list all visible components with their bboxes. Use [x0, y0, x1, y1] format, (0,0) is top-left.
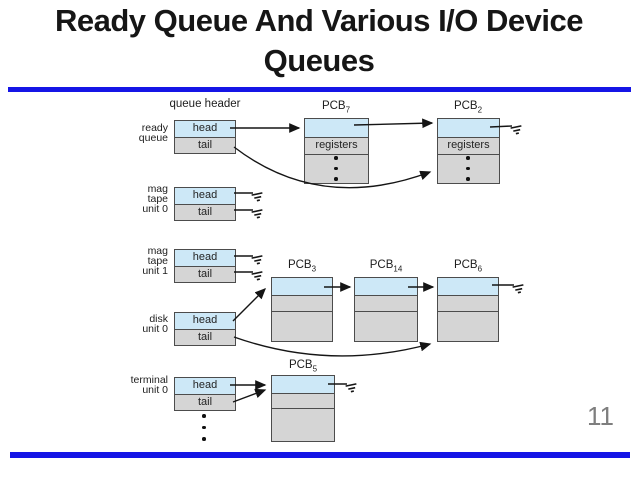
pcb-body-cell — [355, 311, 417, 341]
head-cell: head — [175, 378, 235, 394]
pcb-cell — [438, 295, 498, 311]
pcb-body-cell — [272, 311, 332, 341]
pcb-body-cell — [438, 311, 498, 341]
queue-box-ready: head tail — [174, 120, 236, 154]
pcb-box-14 — [354, 277, 418, 342]
label-disk-unit-0: disk unit 0 — [142, 313, 168, 335]
pcb-body-cell — [272, 408, 334, 441]
footer-bar — [10, 452, 630, 458]
arrow-disk-head-to-pcb3 — [232, 288, 266, 322]
pcb-pointer-cell — [438, 278, 498, 295]
pcb-box-3 — [271, 277, 333, 342]
queue-box-mag-tape-0: head tail — [174, 187, 236, 221]
pcb-pointer-cell — [355, 278, 417, 295]
pcb6-caption: PCB6 — [453, 259, 483, 274]
ground-icon — [251, 192, 263, 202]
pcb-registers-cell: registers — [305, 137, 368, 154]
pcb-pointer-cell — [438, 119, 499, 137]
queue-header-caption: queue header — [169, 98, 241, 110]
ground-icon — [251, 209, 263, 219]
pcb-pointer-cell — [272, 376, 334, 393]
title-underline-bar — [8, 87, 631, 92]
pcb-cell — [272, 393, 334, 408]
pcb-pointer-cell — [305, 119, 368, 137]
label-ready-queue: ready queue — [138, 122, 168, 144]
tail-cell: tail — [175, 137, 235, 153]
pcb7-caption: PCB7 — [321, 100, 351, 115]
tail-cell: tail — [175, 329, 235, 345]
tail-cell: tail — [175, 204, 235, 220]
head-cell: head — [175, 188, 235, 204]
queue-box-disk-0: head tail — [174, 312, 236, 346]
ground-icon — [510, 125, 522, 135]
slide-title-line2: Queues — [263, 43, 375, 78]
tail-cell: tail — [175, 266, 235, 282]
head-cell: head — [175, 250, 235, 266]
slide-title: Ready Queue And Various I/O Device Queue… — [0, 1, 638, 81]
ellipsis-dots-more-queues — [202, 414, 206, 441]
page-number: 11 — [587, 401, 614, 431]
pcb14-caption: PCB14 — [369, 259, 403, 274]
pcb-box-5 — [271, 375, 335, 442]
pcb3-caption: PCB3 — [287, 259, 317, 274]
pcb-box-6 — [437, 277, 499, 342]
pcb5-caption: PCB5 — [288, 359, 318, 374]
queue-box-mag-tape-1: head tail — [174, 249, 236, 283]
ellipsis-dots-pcb2 — [466, 156, 470, 181]
pcb-cell — [355, 295, 417, 311]
queue-box-terminal-0: head tail — [174, 377, 236, 411]
tail-cell: tail — [175, 394, 235, 410]
slide-title-line1: Ready Queue And Various I/O Device — [55, 3, 583, 38]
label-mag-tape-unit-1: mag tape unit 1 — [142, 245, 168, 277]
ellipsis-dots-pcb7 — [334, 156, 338, 181]
pcb2-caption: PCB2 — [453, 100, 483, 115]
ground-icon — [345, 383, 357, 393]
label-mag-tape-unit-0: mag tape unit 0 — [142, 183, 168, 215]
pcb-pointer-cell — [272, 278, 332, 295]
head-cell: head — [175, 313, 235, 329]
arrow-terminal-tail-to-pcb5 — [232, 388, 267, 403]
head-cell: head — [175, 121, 235, 137]
pcb-cell — [272, 295, 332, 311]
label-terminal-unit-0: terminal unit 0 — [130, 374, 168, 396]
ground-icon — [512, 284, 524, 294]
pcb-registers-cell: registers — [438, 137, 499, 154]
